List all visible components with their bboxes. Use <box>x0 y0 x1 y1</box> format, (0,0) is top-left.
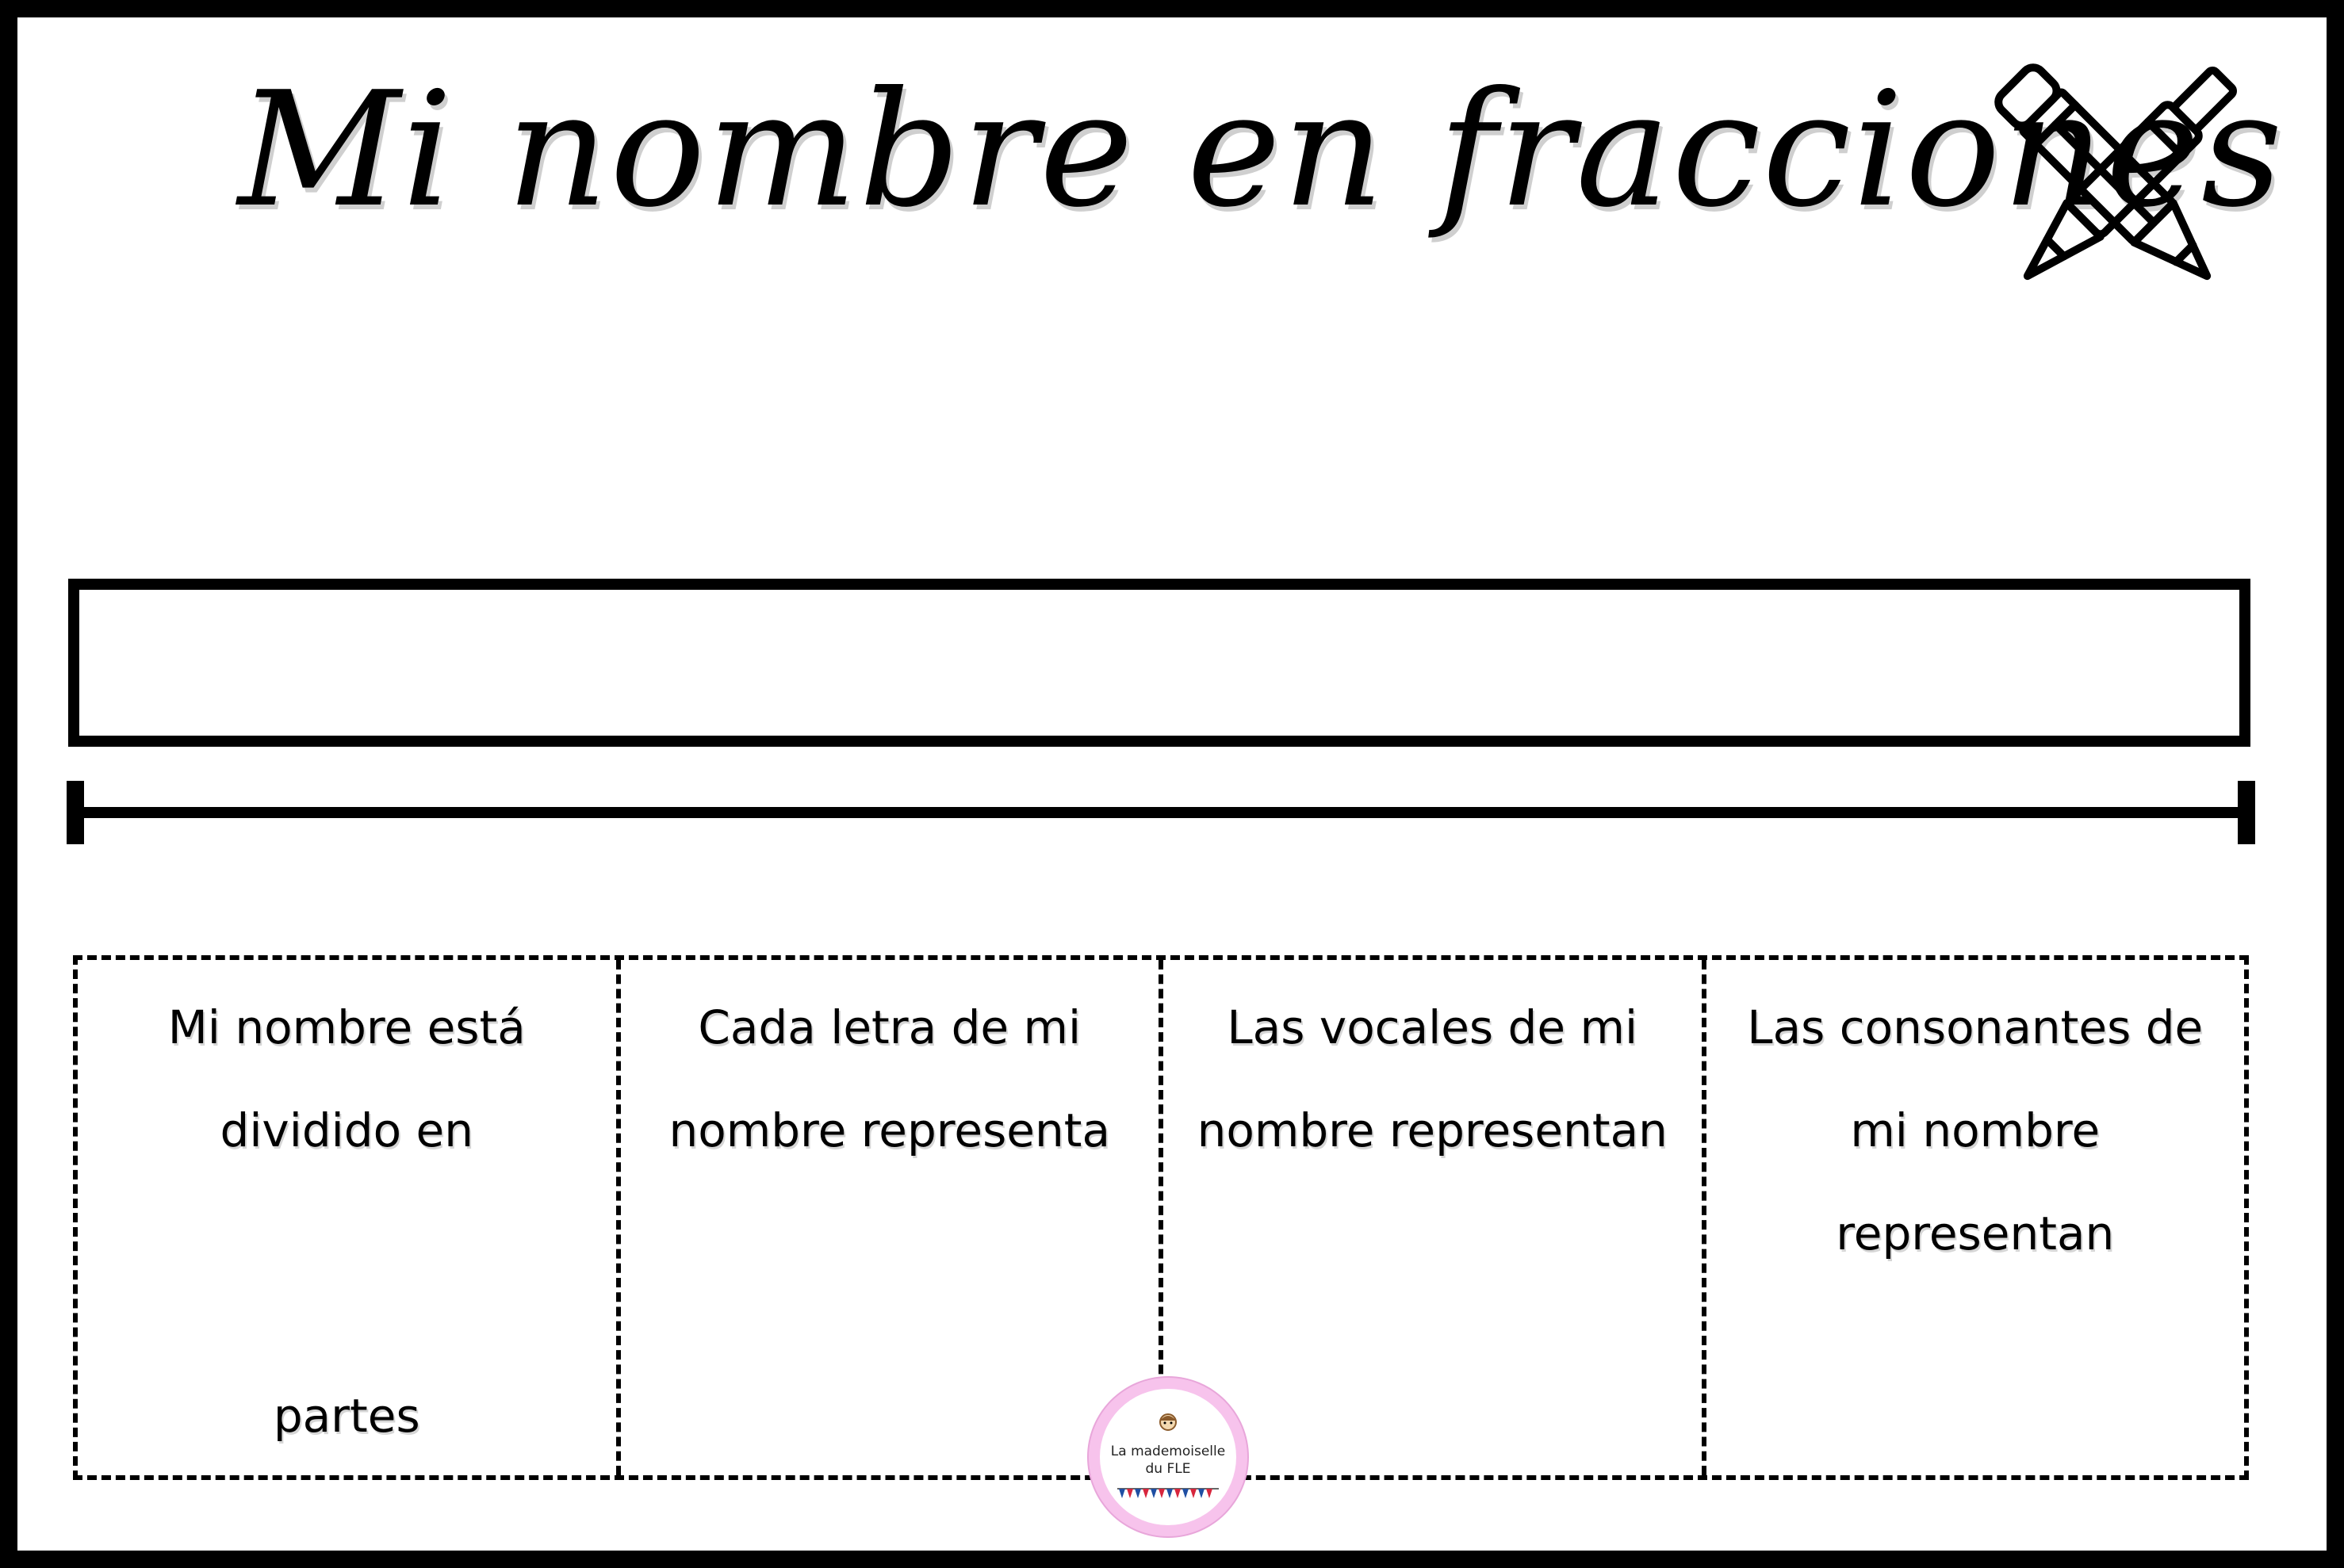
card-parts[interactable]: Mi nombre está dividido en partes <box>78 960 616 1475</box>
card-vowels[interactable]: Las vocales de mi nombre representan <box>1159 960 1702 1475</box>
brand-logo-line1: La mademoiselle <box>1110 1444 1226 1459</box>
card-each-letter[interactable]: Cada letra de mi nombre representa <box>615 960 1159 1475</box>
card-parts-prompt: Mi nombre está dividido en <box>167 1000 526 1157</box>
card-parts-suffix: partes <box>273 1389 420 1443</box>
name-writing-box[interactable] <box>68 579 2250 747</box>
brand-logo-inner: La mademoiselle du FLE <box>1100 1389 1236 1525</box>
card-consonants[interactable]: Las consonantes de mi nombre representan <box>1701 960 2245 1475</box>
bunting-flags-icon <box>1117 1488 1219 1498</box>
brand-logo-line2: du FLE <box>1145 1461 1191 1477</box>
answer-cards: Mi nombre está dividido en partes Cada l… <box>73 955 2249 1480</box>
crossed-pencil-pen-icon <box>1994 63 2238 281</box>
card-vowels-prompt: Las vocales de mi nombre representan <box>1197 1000 1668 1157</box>
fraction-number-line <box>67 781 2255 844</box>
card-consonants-prompt: Las consonantes de mi nombre representan <box>1747 1000 2204 1260</box>
girl-face-icon <box>1159 1413 1177 1431</box>
worksheet-title: Mi nombre en fracciones <box>238 58 2285 243</box>
card-each-letter-prompt: Cada letra de mi nombre representa <box>668 1000 1111 1157</box>
brand-logo: La mademoiselle du FLE <box>1089 1378 1247 1536</box>
brand-logo-text: La mademoiselle du FLE <box>1100 1443 1236 1478</box>
